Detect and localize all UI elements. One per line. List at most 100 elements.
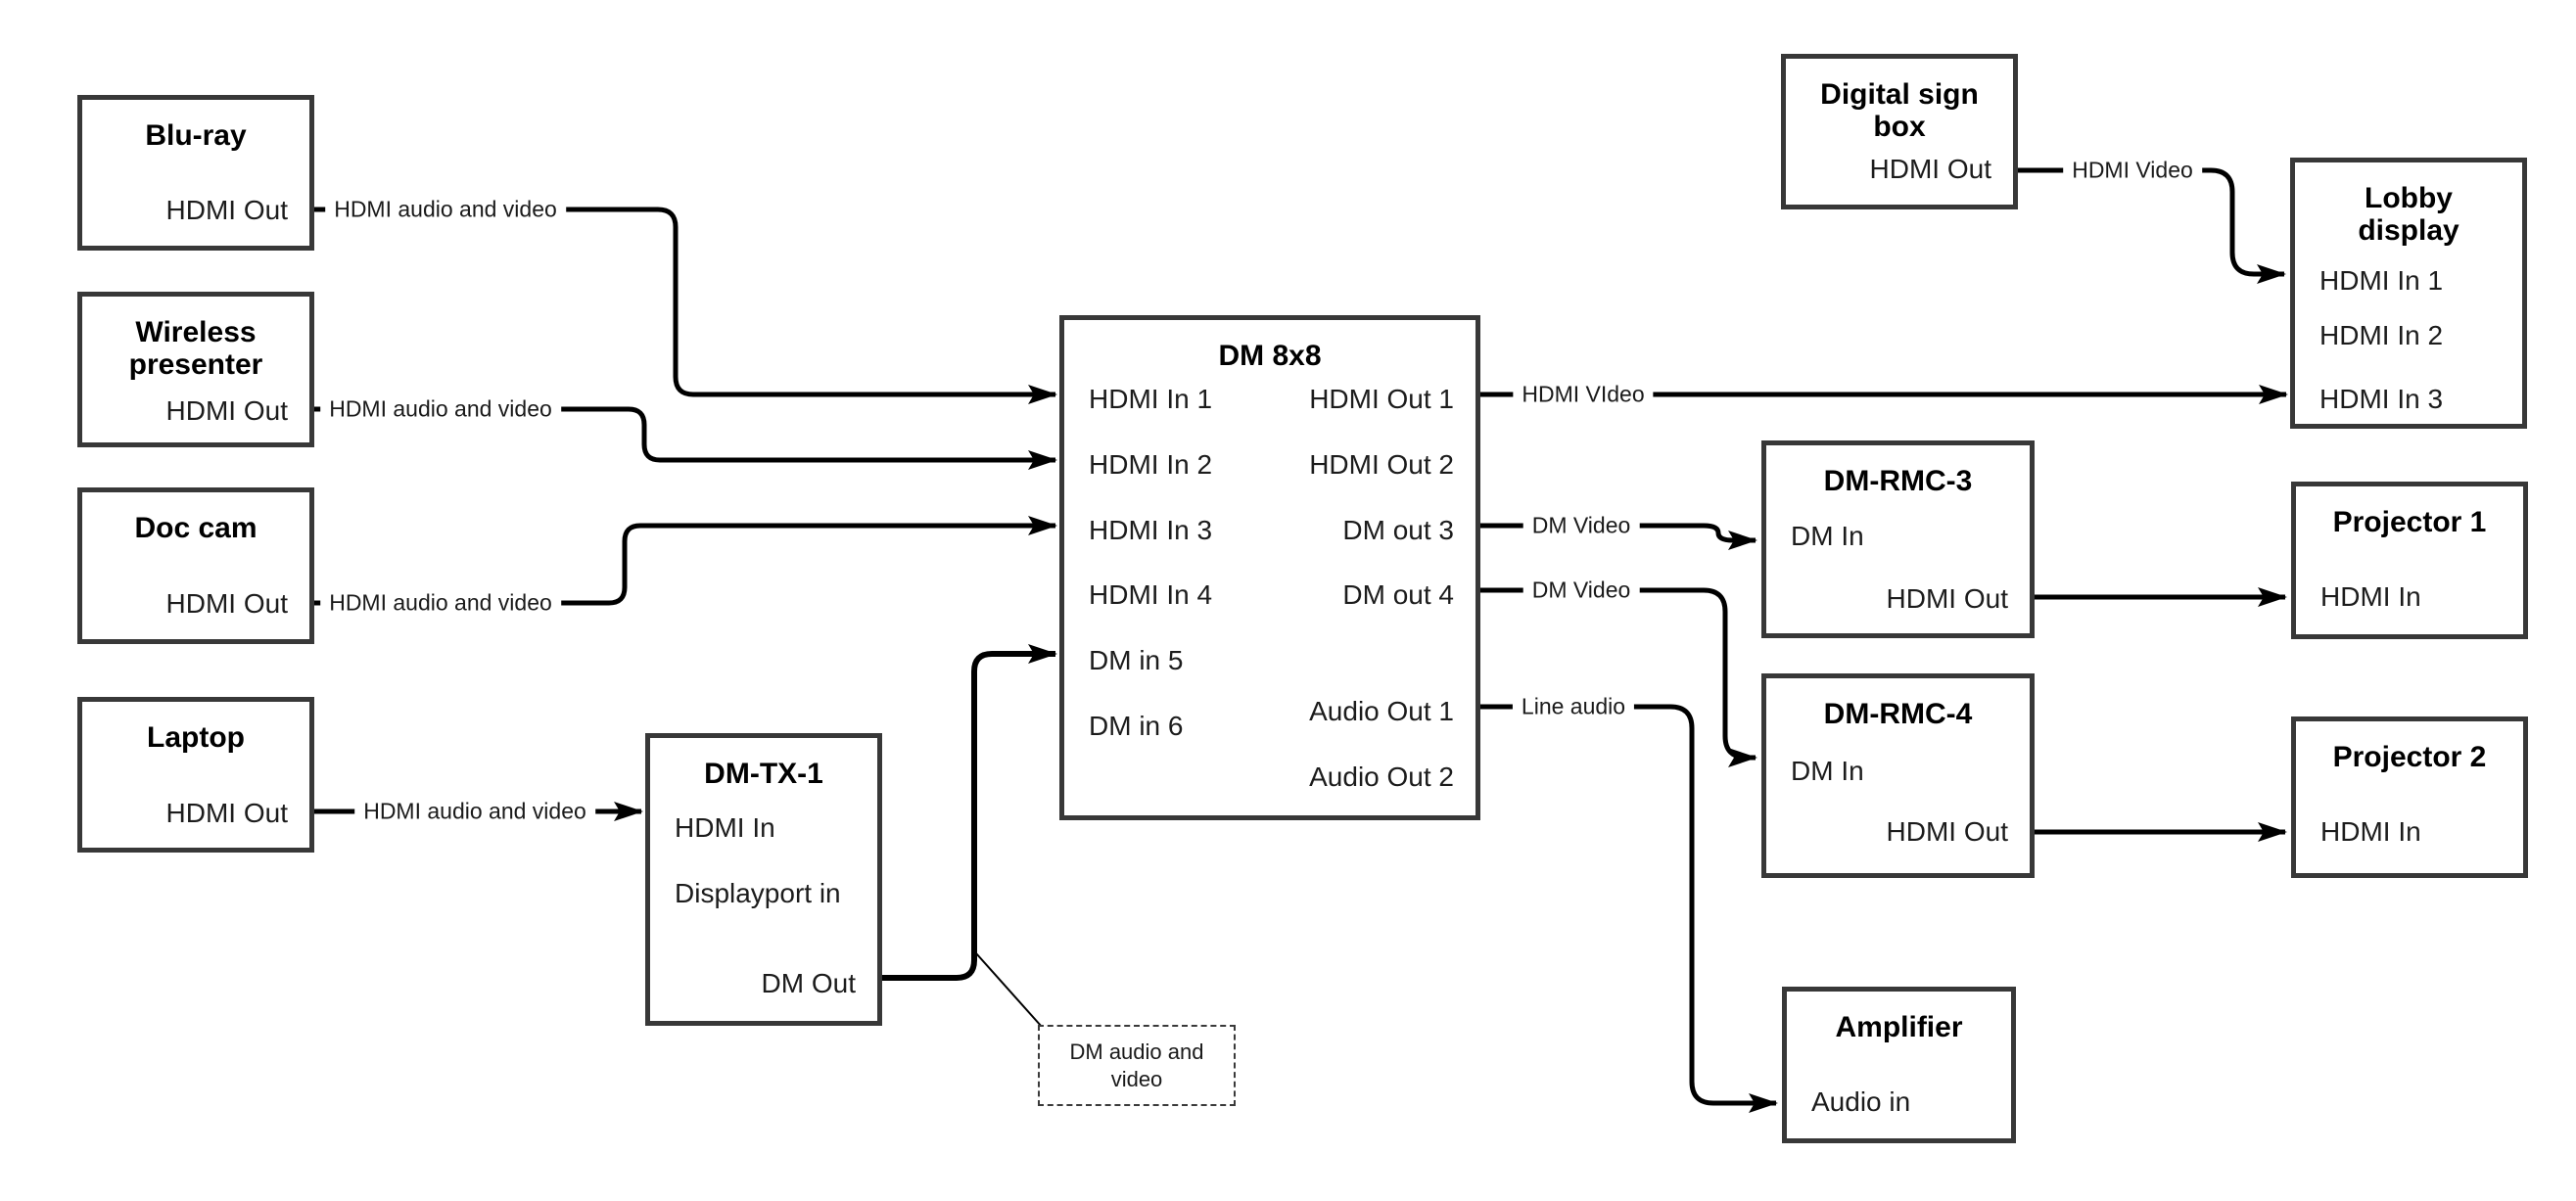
doc-cam-title-line: Doc cam — [134, 512, 258, 544]
wire-label-hdmi-audio-and-video-1: HDMI audio and video — [320, 393, 561, 425]
wire-dm-tx-1-to-dm-in-5 — [882, 651, 1055, 981]
dm-8x8-port-hdmi-in-4: HDMI In 4 — [1089, 579, 1213, 610]
dm-8x8-port-hdmi-out-1: HDMI Out 1 — [1309, 384, 1454, 414]
wire-label-hdmi-audio-and-video-3: HDMI audio and video — [354, 796, 595, 827]
dm-rmc-3-title: DM-RMC-3 — [1766, 465, 2030, 497]
wire-wireless-presenter-to-hdmi-in-2 — [314, 406, 1055, 463]
wire-doc-cam-to-hdmi-in-3 — [314, 523, 1055, 606]
laptop-title-line: Laptop — [147, 721, 245, 754]
dm-rmc-3-port-dm-in: DM In — [1791, 521, 1864, 551]
dm-rmc-3-title-line: DM-RMC-3 — [1823, 465, 1973, 497]
arrowhead-icon — [1728, 531, 1757, 550]
projector-1-port-hdmi-in: HDMI In — [2320, 581, 2421, 612]
wireless-presenter-title-line: Wireless — [135, 316, 257, 348]
wire-label-hdmi-video-8: HDMI Video — [2063, 155, 2202, 186]
projector-2-title: Projector 2 — [2296, 741, 2523, 773]
dm-8x8-port-audio-out-2: Audio Out 2 — [1309, 762, 1454, 792]
dm-rmc-4-title: DM-RMC-4 — [1766, 698, 2030, 730]
projector-1-title-line: Projector 1 — [2332, 506, 2487, 538]
wire-label-hdmi-video-4: HDMI VIdeo — [1513, 379, 1654, 410]
arrowhead-icon — [1028, 450, 1057, 470]
wire-label-line-audio-7: Line audio — [1512, 691, 1635, 722]
blu-ray-title-line: Blu-ray — [145, 119, 247, 152]
dm-8x8-title: DM 8x8 — [1064, 340, 1475, 372]
dm-tx-1-port-displayport-in: Displayport in — [675, 878, 841, 908]
arrowhead-icon — [1028, 644, 1057, 664]
digital-sign-box-title-line: Digital sign — [1820, 78, 1979, 111]
dm-rmc-3: DM-RMC-3 DM In HDMI Out — [1761, 440, 2035, 638]
amplifier-title: Amplifier — [1787, 1011, 2011, 1043]
arrowhead-icon — [2258, 822, 2287, 842]
lobby-display-port-hdmi-in-2: HDMI In 2 — [2319, 320, 2444, 350]
wire-label-hdmi-audio-and-video-0: HDMI audio and video — [325, 194, 566, 225]
dm-8x8-port-hdmi-in-1: HDMI In 1 — [1089, 384, 1213, 414]
lobby-display-port-hdmi-in-3: HDMI In 3 — [2319, 384, 2444, 414]
blu-ray-title: Blu-ray — [82, 119, 309, 152]
dm-rmc-4: DM-RMC-4 DM In HDMI Out — [1761, 673, 2035, 878]
arrowhead-icon — [614, 802, 643, 821]
arrowhead-icon — [1028, 516, 1057, 535]
dm-rmc-3-port-hdmi-out: HDMI Out — [1886, 583, 2008, 614]
wireless-presenter-port-hdmi-out: HDMI Out — [165, 395, 288, 426]
digital-sign-box-title-line: box — [1873, 111, 1926, 143]
amplifier-port-audio-in: Audio in — [1811, 1086, 1911, 1117]
dm-tx-1-port-hdmi-in: HDMI In — [675, 812, 775, 843]
dm-rmc-4-port-hdmi-out: HDMI Out — [1886, 816, 2008, 847]
dm-rmc-4-title-line: DM-RMC-4 — [1823, 698, 1973, 730]
arrowhead-icon — [2258, 587, 2287, 607]
dm-tx-1-title: DM-TX-1 — [650, 758, 877, 790]
lobby-display-title-line: Lobby — [2365, 182, 2453, 214]
annotation-line: DM audio and — [1069, 1039, 1204, 1064]
lobby-display-port-hdmi-in-1: HDMI In 1 — [2319, 265, 2444, 296]
dm-8x8-port-audio-out-1: Audio Out 1 — [1309, 696, 1454, 726]
dm-rmc-4-port-dm-in: DM In — [1791, 756, 1864, 786]
doc-cam-title: Doc cam — [82, 512, 309, 544]
wire-blu-ray-to-hdmi-in-1 — [314, 207, 1055, 397]
doc-cam-port-hdmi-out: HDMI Out — [165, 588, 288, 619]
dm-8x8-port-dm-out-3: DM out 3 — [1342, 515, 1454, 545]
dm-8x8-port-hdmi-in-3: HDMI In 3 — [1089, 515, 1213, 545]
digital-sign-box-port-hdmi-out: HDMI Out — [1869, 154, 1991, 184]
arrowhead-icon — [1028, 385, 1057, 404]
annotation-line: video — [1110, 1066, 1163, 1091]
amplifier-title-line: Amplifier — [1835, 1011, 1963, 1043]
projector-1: Projector 1 HDMI In — [2291, 482, 2528, 639]
arrowhead-icon — [1749, 1093, 1778, 1113]
dm-tx-1-title-line: DM-TX-1 — [704, 758, 823, 790]
wireless-presenter-title-line: presenter — [128, 348, 263, 381]
projector-2-title-line: Projector 2 — [2332, 741, 2487, 773]
dm-8x8-port-dm-in-6: DM in 6 — [1089, 711, 1184, 741]
dm-8x8-port-dm-out-4: DM out 4 — [1342, 579, 1454, 610]
wire-label-dm-video-5: DM Video — [1522, 510, 1640, 541]
dm-8x8-title-line: DM 8x8 — [1218, 340, 1322, 372]
arrowhead-icon — [2257, 264, 2286, 284]
projector-2-port-hdmi-in: HDMI In — [2320, 816, 2421, 847]
wire-label-hdmi-audio-and-video-2: HDMI audio and video — [320, 587, 561, 619]
wire-label-dm-video-6: DM Video — [1522, 575, 1640, 606]
annotation-leader-line — [975, 952, 1043, 1028]
dm-tx-1-port-dm-out: DM Out — [761, 968, 856, 998]
blu-ray-port-hdmi-out: HDMI Out — [165, 195, 288, 225]
laptop-title: Laptop — [82, 721, 309, 754]
laptop-port-hdmi-out: HDMI Out — [165, 798, 288, 828]
dm-8x8-port-hdmi-out-2: HDMI Out 2 — [1309, 449, 1454, 480]
arrowhead-icon — [1728, 748, 1757, 767]
dm-8x8-port-dm-in-5: DM in 5 — [1089, 645, 1184, 675]
wire-audio-out-1-to-amplifier — [1457, 704, 1776, 1106]
wire-dm-out-4-to-dm-rmc-4 — [1457, 587, 1756, 761]
projector-1-title: Projector 1 — [2296, 506, 2523, 538]
projector-2: Projector 2 HDMI In — [2291, 716, 2528, 878]
